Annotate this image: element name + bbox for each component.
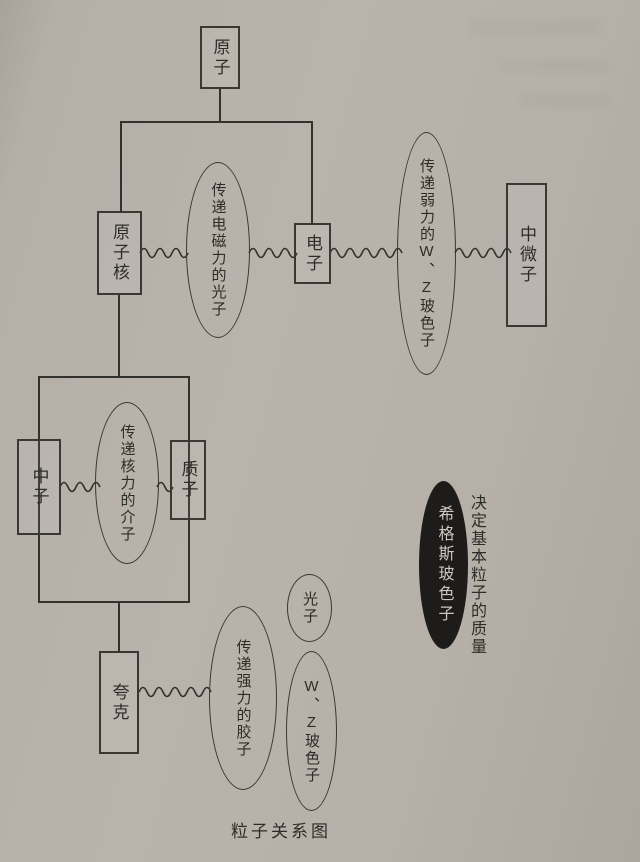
connector-branch-right (311, 121, 313, 224)
wavy-connector-electron-wz (329, 246, 403, 260)
node-nucleus: 原子核 (97, 211, 142, 295)
ellipse-higgs: 希格斯玻色子 (419, 481, 468, 649)
ellipse-gluon: 传递强力的胶子 (209, 606, 277, 790)
diagram-caption: 粒子关系图 (231, 822, 331, 841)
ellipse-photon: 光子 (287, 574, 332, 642)
wavy-connector-quark-gluon (138, 685, 212, 699)
connector-atom-stem (219, 88, 221, 123)
paper-texture (520, 95, 610, 107)
wavy-connector-neutron-meson (59, 480, 101, 494)
node-electron: 电子 (294, 223, 331, 284)
node-atom: 原子 (200, 26, 240, 89)
higgs-note: 决定基本粒子的质量 (468, 494, 485, 656)
connector-branch-left (120, 121, 122, 212)
paper-texture (470, 20, 600, 34)
connector-branch-horizontal (120, 121, 313, 123)
ellipse-meson: 传递核力的介子 (95, 402, 159, 564)
node-neutrino: 中微子 (506, 183, 547, 327)
ellipse-wz: W、Z玻色子 (286, 651, 337, 811)
ellipse-em-photon: 传递电磁力的光子 (186, 162, 250, 338)
ellipse-weak-wz: 传递弱力的W、Z玻色子 (397, 132, 456, 375)
connector-nucleus-frame (118, 294, 120, 377)
nucleus-group-frame (38, 376, 190, 603)
wavy-connector-meson-proton (156, 480, 174, 494)
wavy-connector-photon-electron (248, 246, 298, 260)
connector-frame-quark (118, 601, 120, 652)
node-neutron: 中子 (17, 439, 61, 535)
wavy-connector-wz-neutrino (454, 246, 512, 260)
node-proton: 质子 (170, 440, 206, 520)
paper-texture (500, 60, 610, 72)
node-quark: 夸克 (99, 651, 139, 754)
wavy-connector-nucleus-photon (139, 246, 189, 260)
